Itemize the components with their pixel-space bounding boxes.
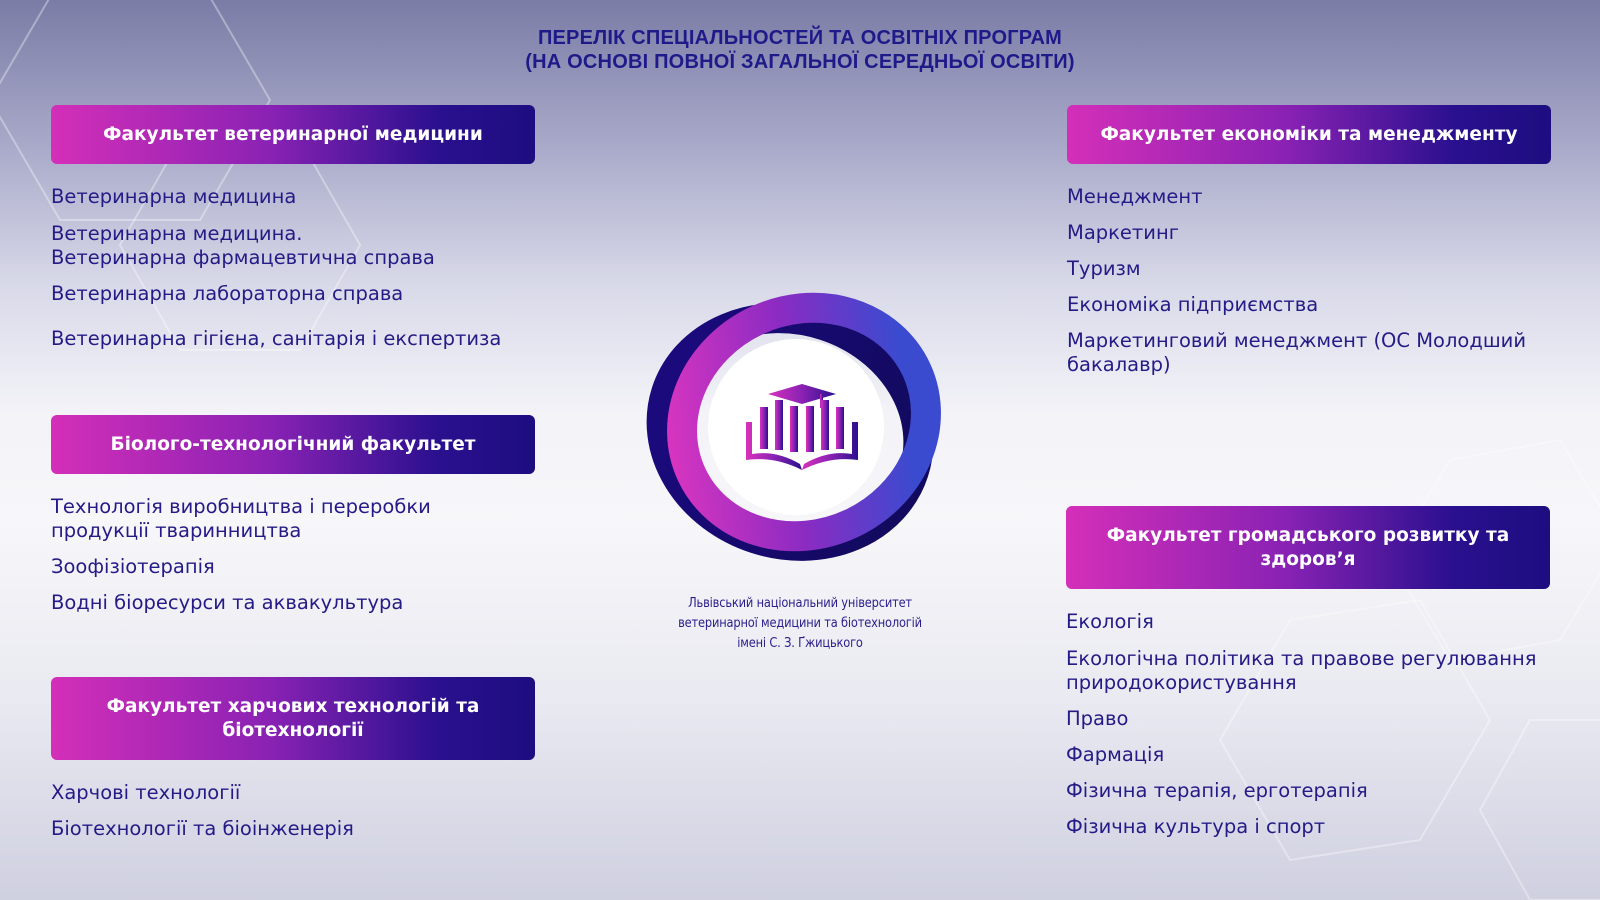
program-item: Фізична культура і спорт [1066,815,1326,838]
faculty-civic-name-line-1: Факультет громадського розвитку та [1106,524,1510,546]
program-item: Зоофізіотерапія [51,555,215,578]
faculty-food-name-line-2: біотехнології [222,719,364,741]
university-name-line-1: Львівський національний університет [688,596,912,611]
program-item: Екологія [1066,610,1154,633]
program-item: Ветеринарна фармацевтична справа [51,246,435,269]
faculty-bio-header: Біолого-технологічний факультет [51,415,535,474]
program-item: Фізична терапія, ерготерапія [1066,779,1368,802]
program-item: Харчові технології [51,781,241,804]
program-item: Технологія виробництва і переробки [51,495,431,518]
faculty-econ-header: Факультет економіки та менеджменту [1067,105,1551,164]
program-item: Туризм [1067,257,1141,280]
program-item: Екологічна політика та правове регулюван… [1066,647,1537,670]
university-logo [646,292,941,561]
university-name-line-2: ветеринарної медицини та біотехнологій [678,616,922,631]
program-item: Ветеринарна медицина. [51,222,303,245]
book-columns-icon [746,384,858,470]
faculty-vet-header: Факультет ветеринарної медицини [51,105,535,164]
program-item: Водні біоресурси та аквакультура [51,591,404,614]
program-item: Економіка підприємства [1067,293,1319,316]
program-item: Право [1066,707,1129,730]
program-item: бакалавр) [1067,353,1171,376]
faculty-food-name-line-1: Факультет харчових технологій та [106,695,480,717]
program-item: продукції тваринництва [51,519,302,542]
program-item: Ветеринарна лабораторна справа [51,282,404,305]
program-item: Менеджмент [1067,185,1203,208]
faculty-econ-name: Факультет економіки та менеджменту [1100,123,1518,145]
university-name: Львівський національний університет вете… [620,594,980,654]
program-item: Ветеринарна медицина [51,185,297,208]
faculty-food-header: Факультет харчових технологій та біотехн… [51,677,535,760]
faculty-civic-name-line-2: здоров’я [1260,548,1356,570]
program-item: Маркетинговий менеджмент (ОС Молодший [1067,329,1527,352]
program-item: Біотехнології та біоінженерія [51,817,354,840]
faculty-vet-name: Факультет ветеринарної медицини [103,123,483,145]
university-name-line-3: імені С. З. Ґжицького [737,636,863,651]
faculty-bio-name: Біолого-технологічний факультет [110,433,476,455]
faculty-civic-header: Факультет громадського розвитку та здоро… [1066,506,1550,589]
program-item: Ветеринарна гігієна, санітарія і експерт… [51,327,502,350]
page-title-line-2: (НА ОСНОВІ ПОВНОЇ ЗАГАЛЬНОЇ СЕРЕДНЬОЇ ОС… [525,51,1075,73]
page-title-line-1: ПЕРЕЛІК СПЕЦІАЛЬНОСТЕЙ ТА ОСВІТНІХ ПРОГР… [537,27,1063,49]
page-title: ПЕРЕЛІК СПЕЦІАЛЬНОСТЕЙ ТА ОСВІТНІХ ПРОГР… [400,26,1200,74]
program-item: Маркетинг [1067,221,1179,244]
program-item: Фармація [1066,743,1165,766]
program-item: природокористування [1066,671,1297,694]
